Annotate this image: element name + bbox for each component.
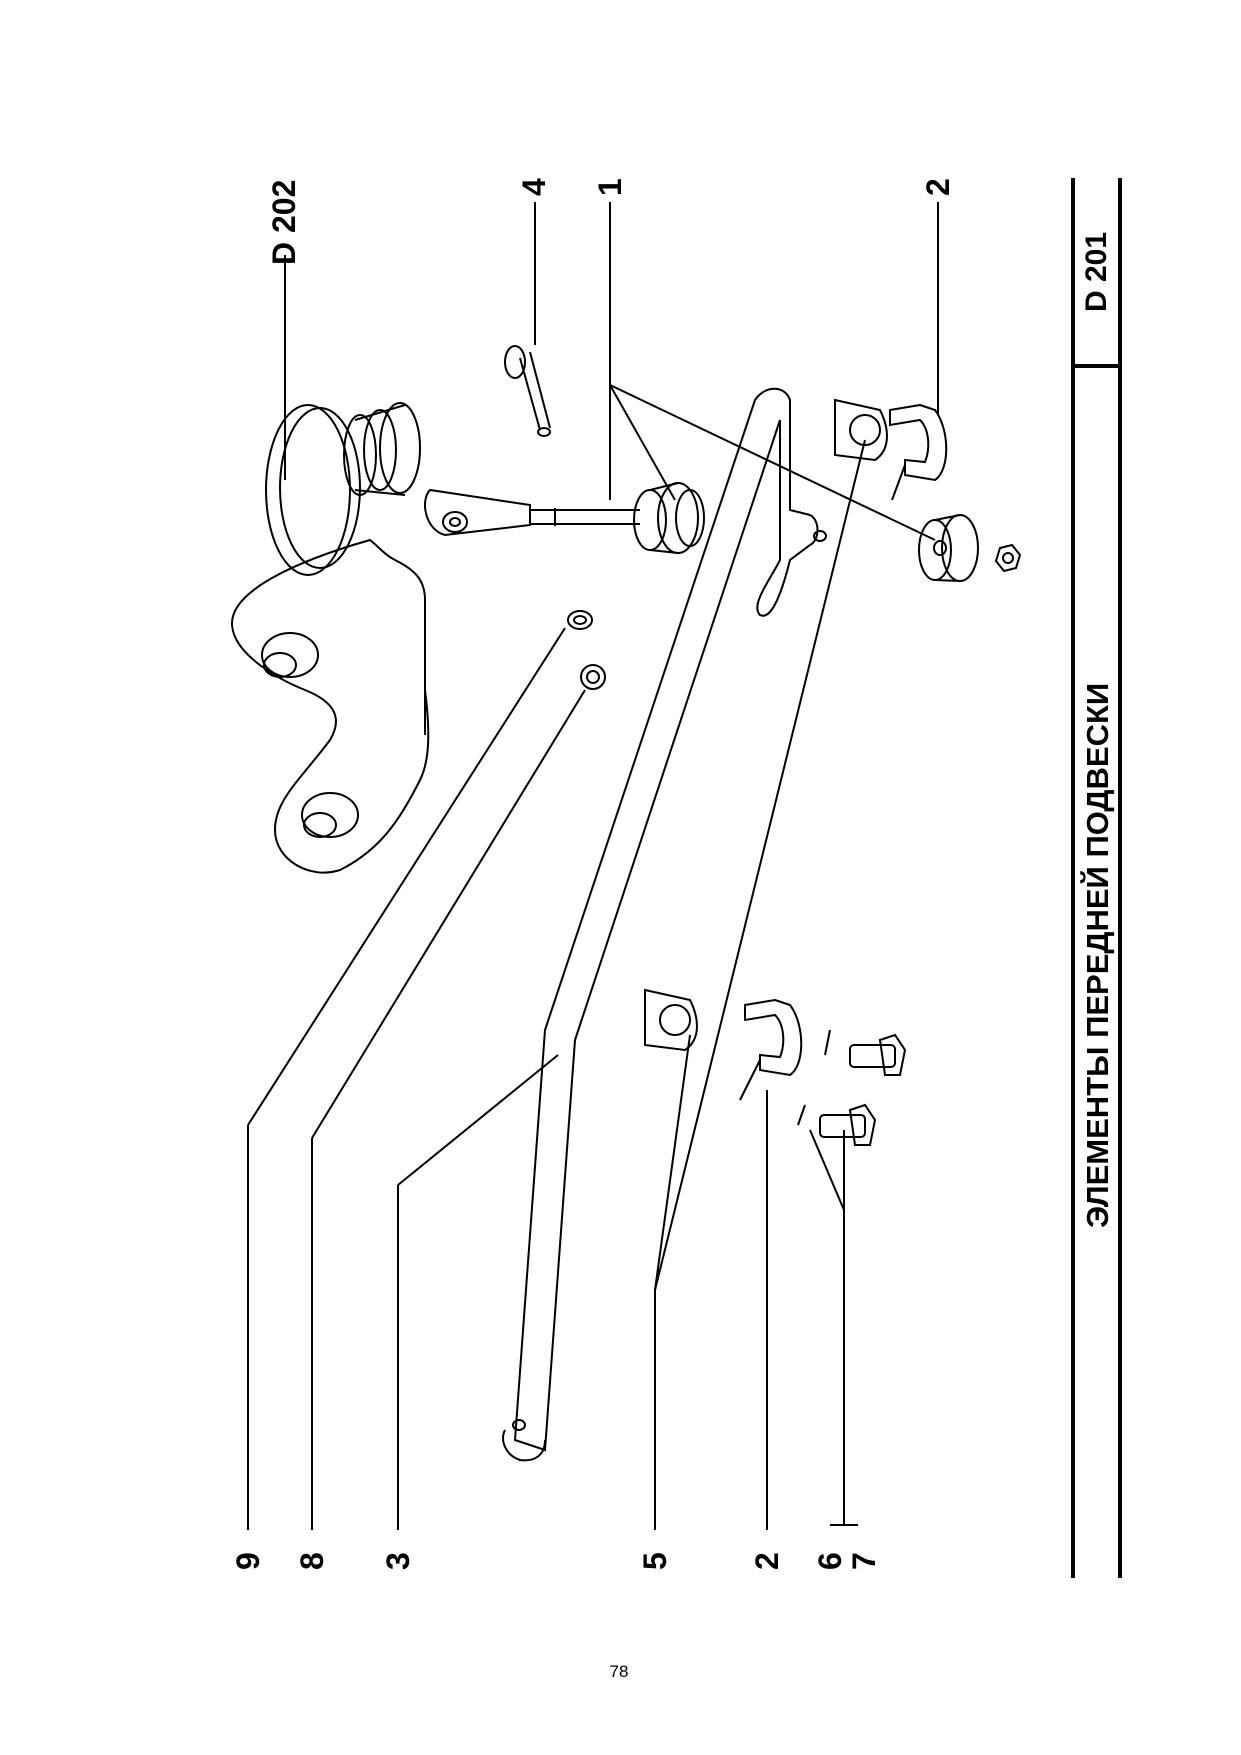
washer-part-9 (567, 610, 593, 630)
cushion-part-5-left (644, 988, 698, 1052)
page-number: 78 (609, 1662, 629, 1681)
title-block-frame (1071, 178, 1122, 1578)
stabilizer-bar-part-3 (502, 387, 827, 1462)
sheet-title: ЭЛЕМЕНТЫ ПЕРЕДНЕЙ ПОДВЕСКИ (1080, 682, 1115, 1228)
pin-part-4 (504, 345, 551, 437)
callout-1: 1 (592, 178, 628, 196)
leader-lines (247, 202, 939, 1530)
d202-disc-and-bushing (265, 402, 421, 576)
sheet-code: D 201 (1080, 231, 1113, 312)
hex-nut (994, 543, 1022, 573)
reference-code-d202: D 202 (266, 179, 302, 265)
callout-9: 9 (230, 1552, 266, 1570)
bolt-part-7-upper (824, 1029, 907, 1076)
callout-8: 8 (294, 1552, 330, 1570)
callout-7: 7 (846, 1552, 882, 1570)
control-arm (230, 538, 430, 874)
bolt-part-7-lower (797, 1103, 877, 1146)
callout-4: 4 (516, 178, 552, 196)
callout-6: 6 (812, 1552, 848, 1570)
nut-part-8 (580, 664, 606, 690)
rod-bushing-upper (633, 482, 705, 554)
callout-2-left: 2 (749, 1552, 785, 1570)
clamp-part-2-left (739, 998, 803, 1101)
callout-5: 5 (637, 1552, 673, 1570)
link-rod-part-1 (424, 488, 640, 537)
callout-2-right: 2 (920, 178, 956, 196)
callout-3: 3 (380, 1552, 416, 1570)
clamp-part-2-right (889, 403, 948, 501)
rod-bushing-lower (918, 514, 979, 582)
cushion-part-5-right (834, 398, 888, 462)
